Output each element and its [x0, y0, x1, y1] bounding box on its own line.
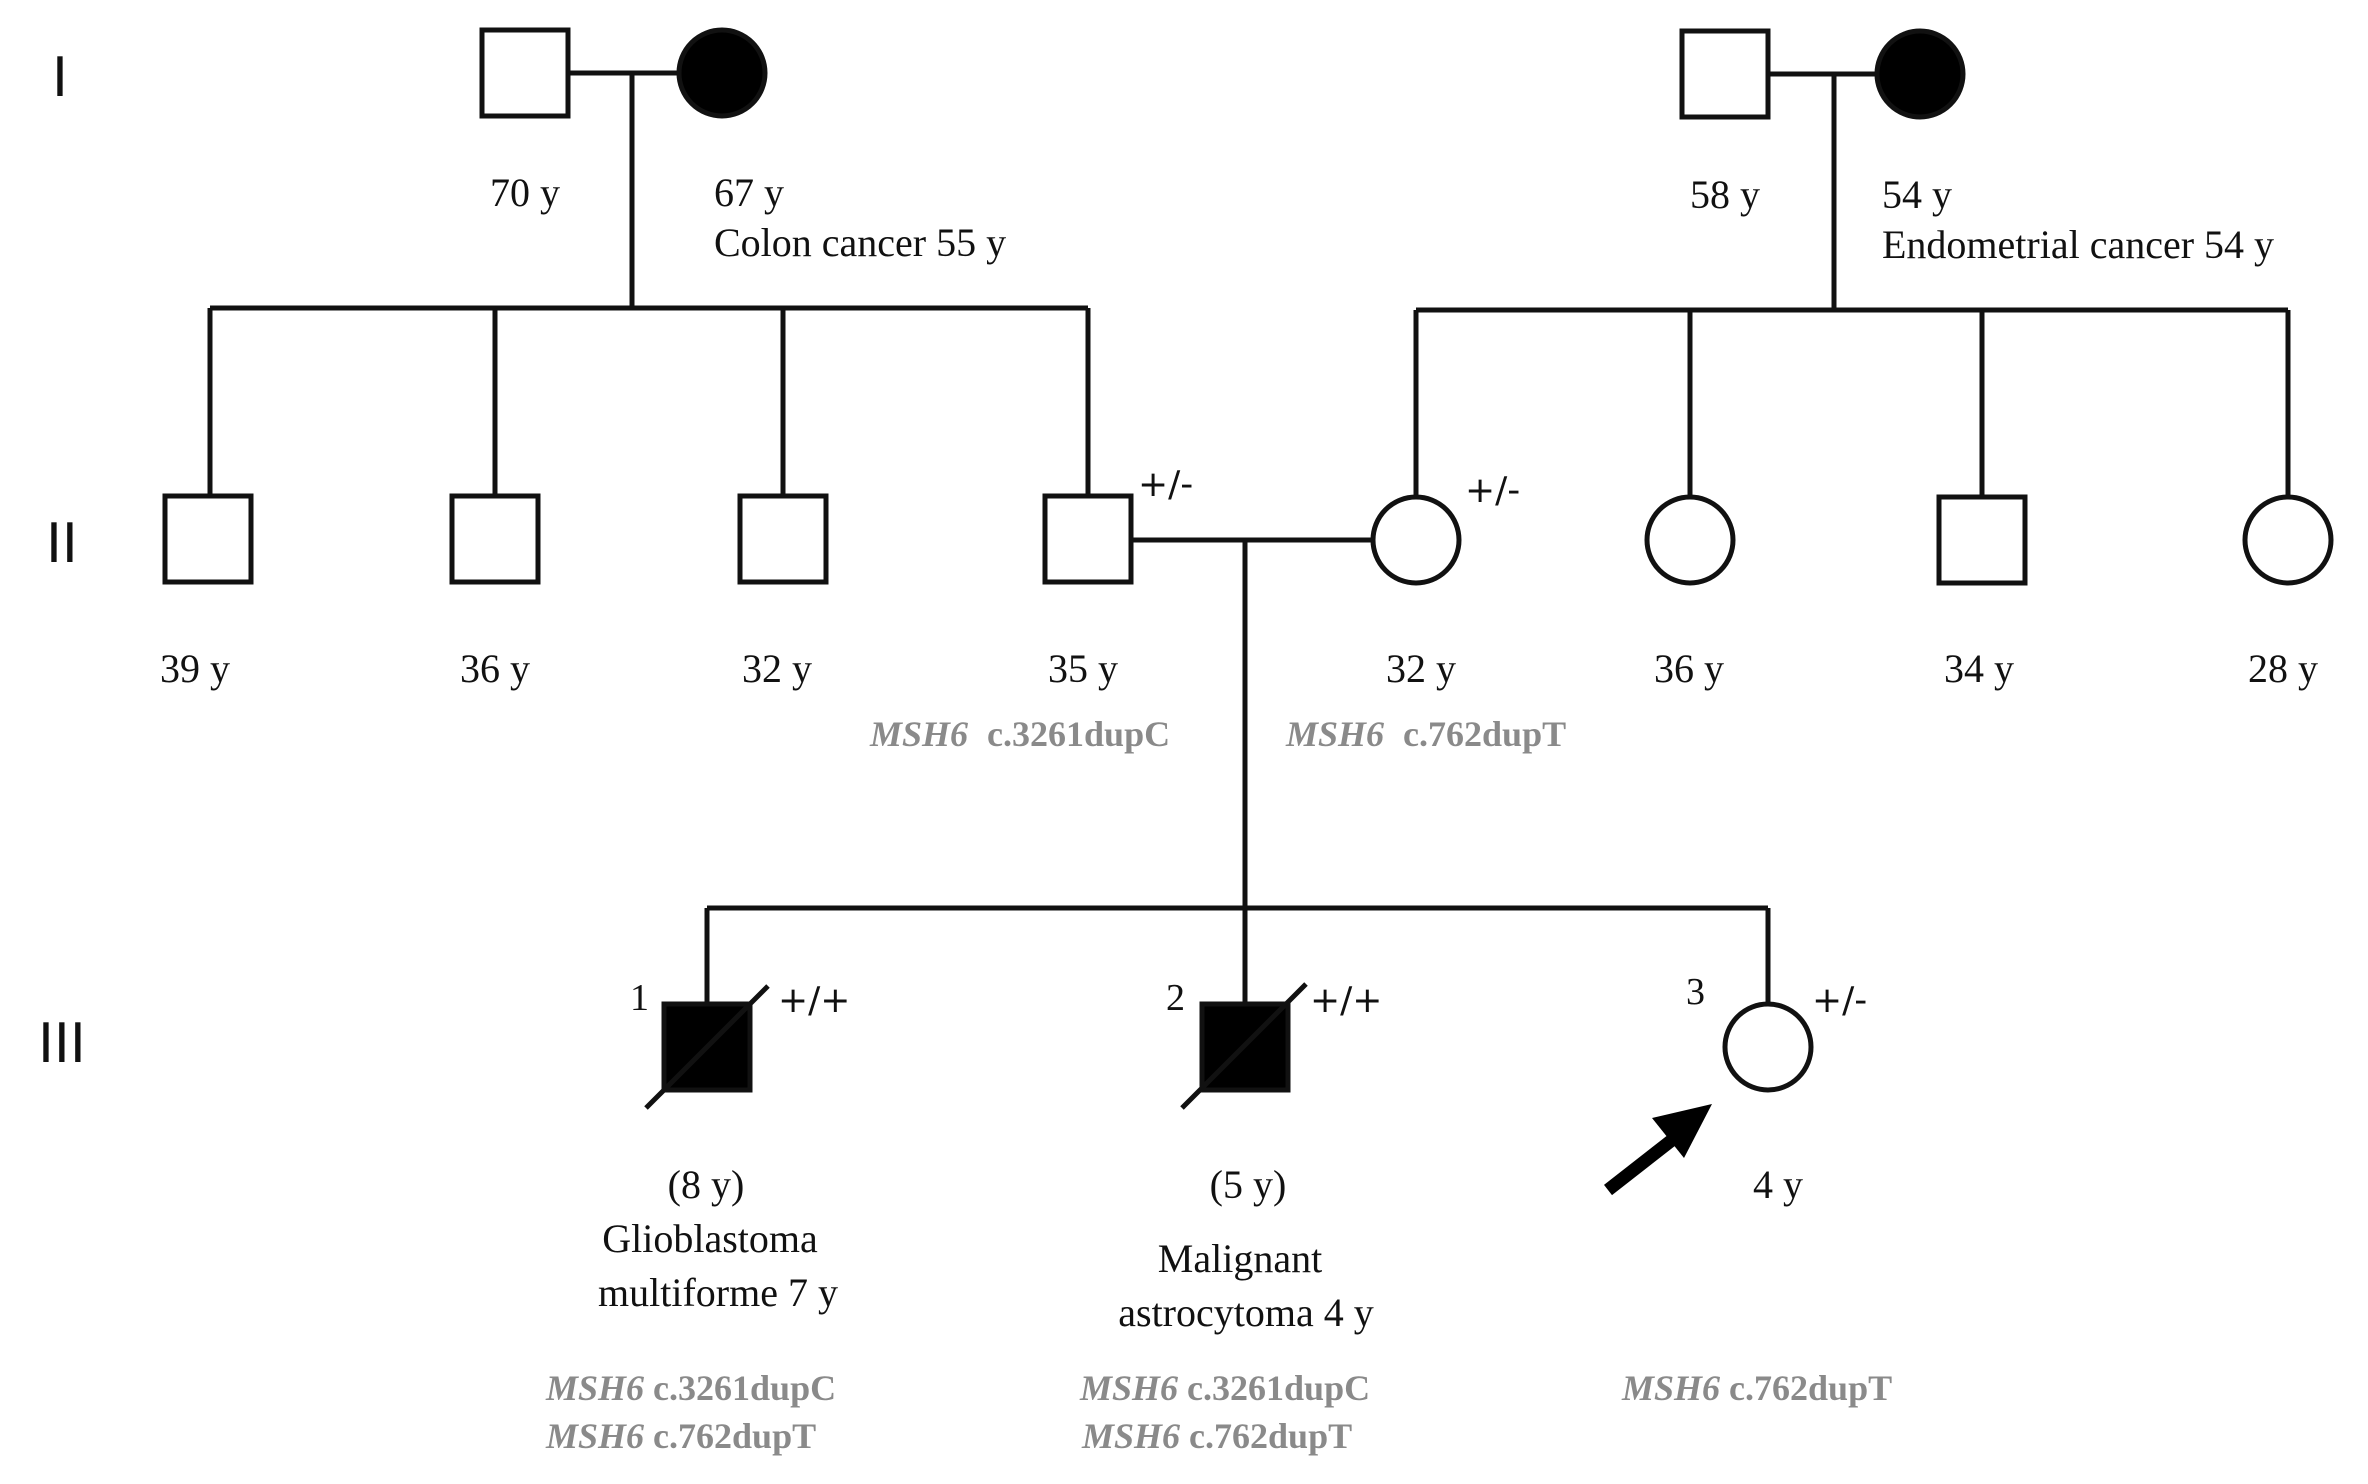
III-3-genotype: +/- — [1812, 980, 1867, 1021]
II-mother-symbol — [1370, 494, 1462, 586]
III-1-mutation-1: MSH6 c.3261dupC — [545, 1368, 836, 1408]
I-left-mother-note: Colon cancer 55 y — [714, 220, 1006, 265]
II-8-age: 28 y — [2248, 646, 2318, 691]
I-right-mother-note: Endometrial cancer 54 y — [1882, 222, 2274, 267]
II-mother-age: 32 y — [1386, 646, 1456, 691]
II-7-symbol — [1936, 494, 2028, 586]
I-left-father-symbol — [479, 27, 571, 119]
generation-label-II: II — [46, 512, 78, 575]
II-6-age: 36 y — [1654, 646, 1724, 691]
III-3-mutation-1: MSH6 c.762dupT — [1621, 1368, 1892, 1408]
I-left-father-age: 70 y — [490, 170, 560, 215]
II-mother-mutation: MSH6 c.762dupT — [1285, 714, 1566, 754]
II-3-symbol — [737, 493, 829, 585]
III-1-deceased-slash — [644, 984, 770, 1110]
I-right-mother-symbol — [1874, 28, 1966, 120]
III-2-mutation-1: MSH6 c.3261dupC — [1079, 1368, 1370, 1408]
II-1-age: 39 y — [160, 646, 230, 691]
III-1-diagnosis-line1: Glioblastoma — [602, 1216, 818, 1261]
II-2-symbol — [449, 493, 541, 585]
III-3-symbol — [1722, 1001, 1814, 1093]
I-left-mother-symbol — [676, 27, 768, 119]
III-2-number: 2 — [1166, 977, 1185, 1019]
proband-arrow-icon — [1603, 1104, 1712, 1196]
II-2-age: 36 y — [460, 646, 530, 691]
III-2-deceased-slash — [1180, 982, 1308, 1110]
III-2-mutation-2: MSH6 c.762dupT — [1081, 1416, 1352, 1456]
III-3-age: 4 y — [1753, 1162, 1803, 1207]
III-1-genotype: +/+ — [778, 980, 850, 1021]
III-1-mutation-2: MSH6 c.762dupT — [545, 1416, 816, 1456]
III-2-diagnosis-line1: Malignant — [1158, 1236, 1322, 1281]
III-2-age: (5 y) — [1210, 1162, 1287, 1207]
generation-label-III: III — [38, 1012, 86, 1075]
I-left-mother-age: 67 y — [714, 170, 784, 215]
II-8-symbol — [2242, 494, 2334, 586]
III-3-number: 3 — [1686, 971, 1705, 1013]
II-father-age: 35 y — [1048, 646, 1118, 691]
II-6-symbol — [1644, 494, 1736, 586]
II-mother-genotype: +/- — [1465, 470, 1520, 511]
III-2-genotype: +/+ — [1310, 980, 1382, 1021]
III-1-diagnosis-line2: multiforme 7 y — [598, 1270, 838, 1315]
II-7-age: 34 y — [1944, 646, 2014, 691]
I-right-father-age: 58 y — [1690, 172, 1760, 217]
generation-label-I: I — [52, 46, 68, 109]
I-right-mother-age: 54 y — [1882, 172, 1952, 217]
II-3-age: 32 y — [742, 646, 812, 691]
III-1-number: 1 — [630, 977, 649, 1019]
III-2-diagnosis-line2: astrocytoma 4 y — [1118, 1290, 1374, 1335]
II-father-mutation: MSH6 c.3261dupC — [869, 714, 1170, 754]
I-right-father-symbol — [1679, 28, 1771, 120]
II-1-symbol — [162, 493, 254, 585]
II-father-symbol — [1042, 493, 1134, 585]
III-1-age: (8 y) — [668, 1162, 745, 1207]
II-father-genotype: +/- — [1138, 464, 1193, 505]
